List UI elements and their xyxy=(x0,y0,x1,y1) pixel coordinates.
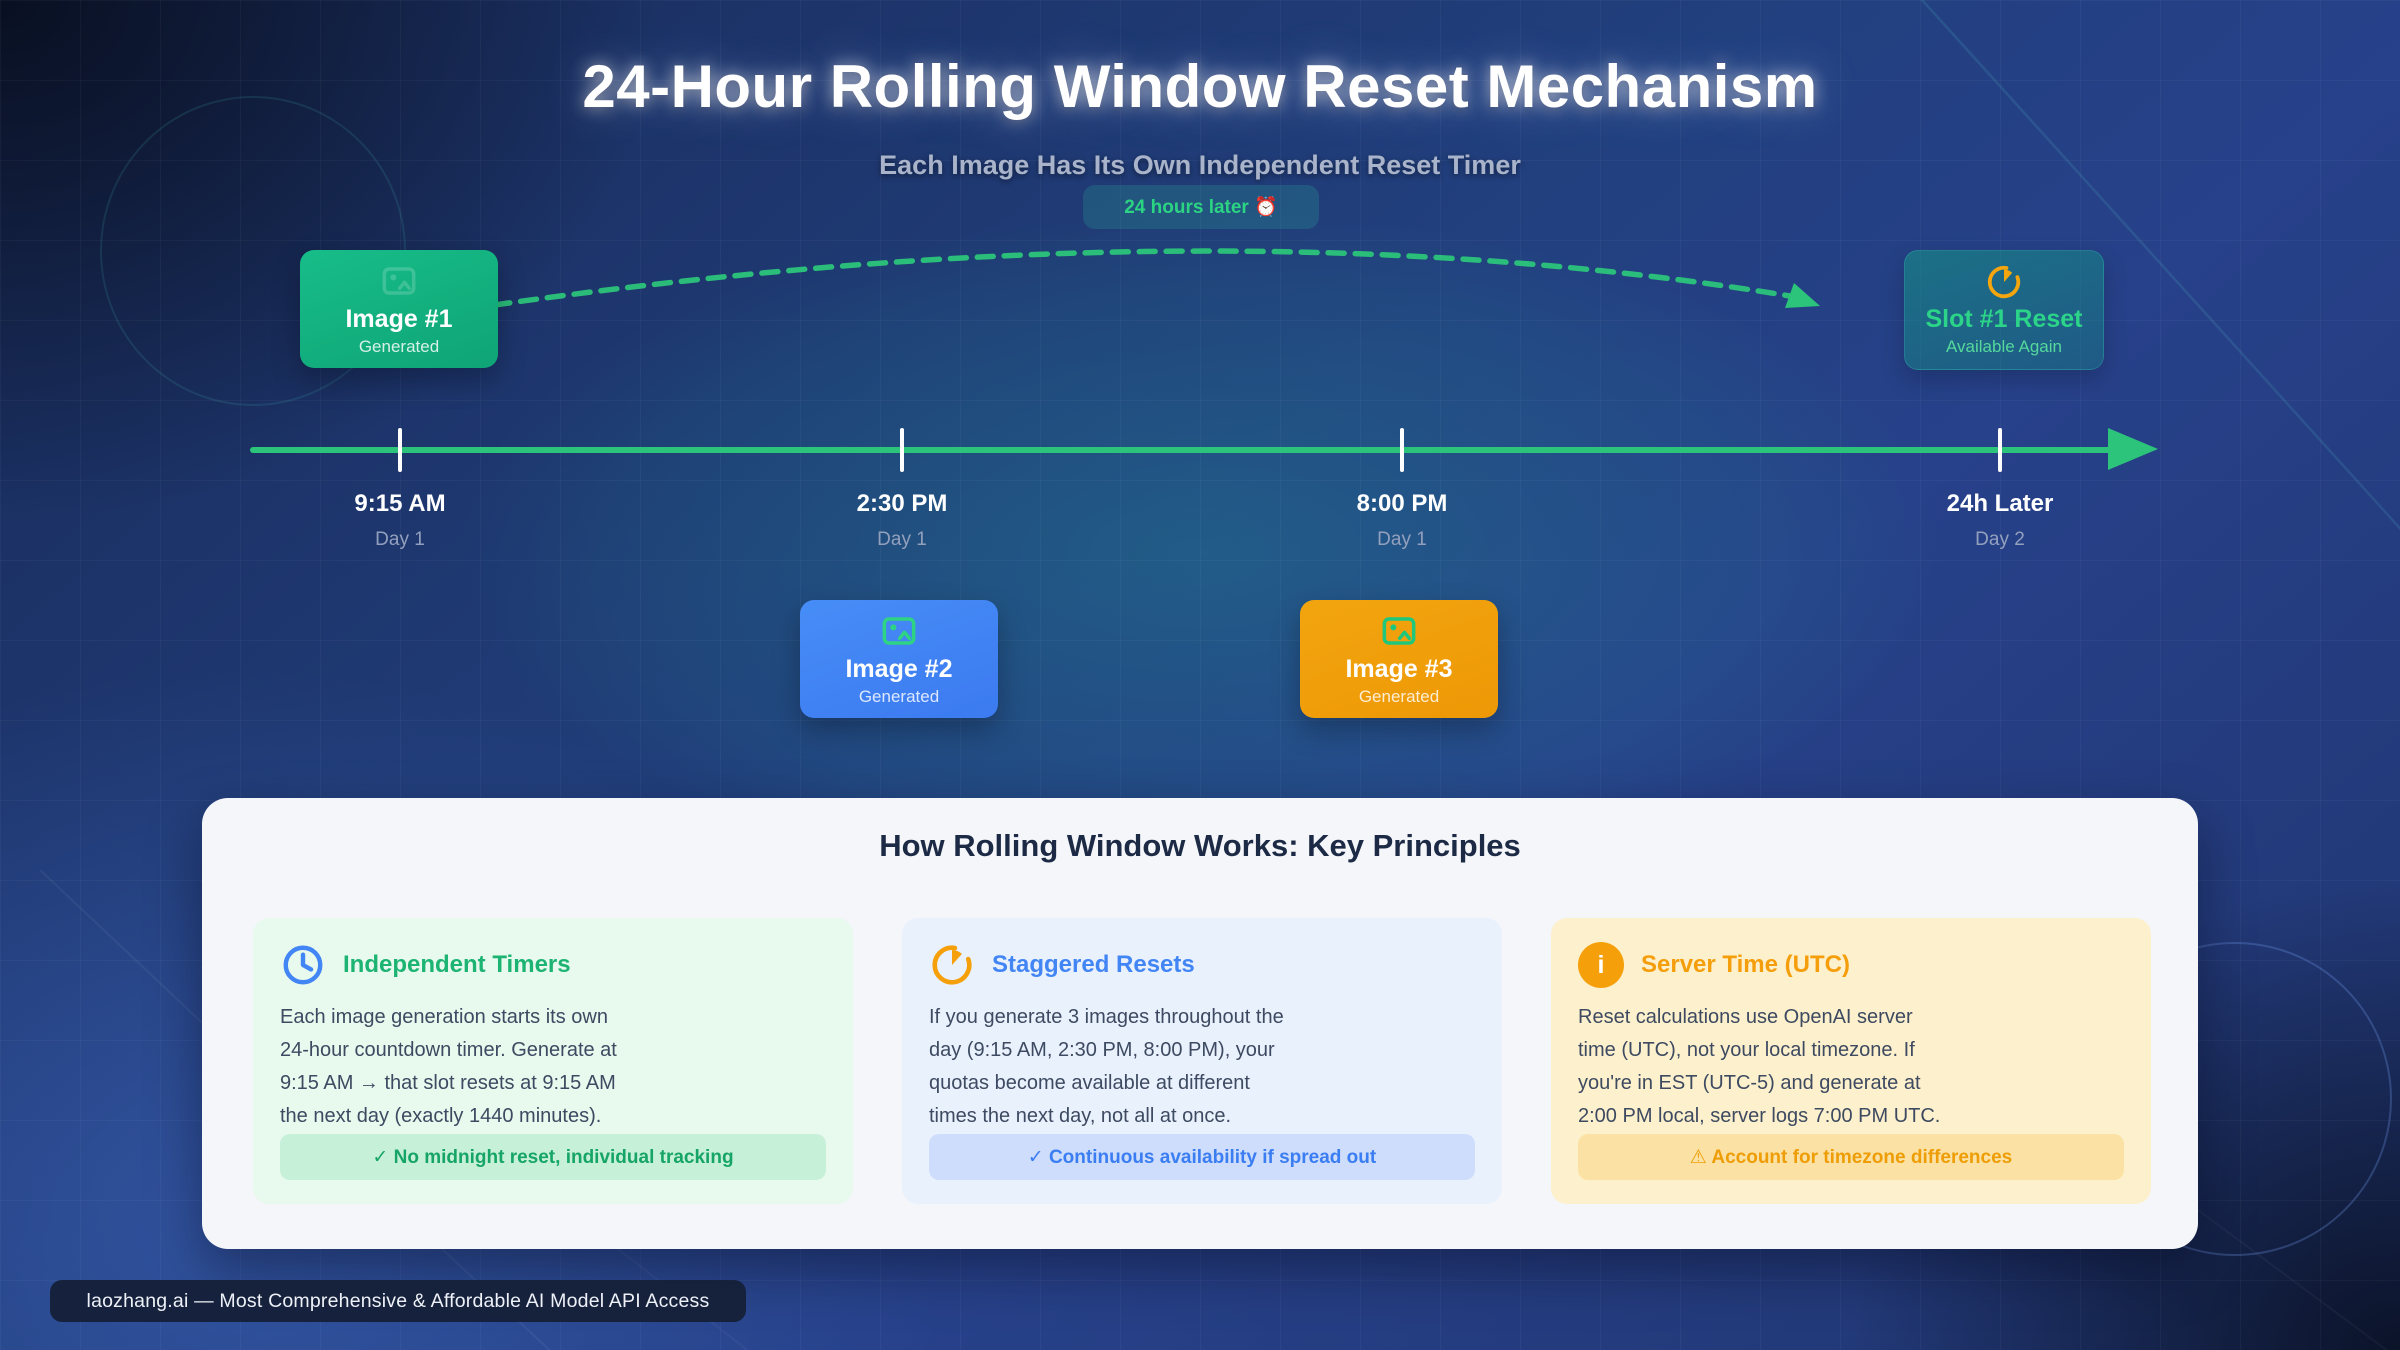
info-icon: i xyxy=(1578,942,1624,988)
page-subtitle: Each Image Has Its Own Independent Reset… xyxy=(879,150,1521,180)
picture-icon xyxy=(382,267,416,295)
slot-reset-title: Slot #1 Reset xyxy=(1925,304,2083,333)
timeline-tick-2 xyxy=(900,428,904,472)
principle-card-independent-timers: Independent Timers Each image generation… xyxy=(253,918,853,1204)
image2-card: Image #2 Generated xyxy=(800,600,998,718)
principle-body: Each image generation starts its own 24-… xyxy=(280,1006,617,1127)
timeline-day-2: Day 1 xyxy=(877,529,927,550)
picture-icon xyxy=(1382,617,1416,645)
principle-badge: ✓ No midnight reset, individual tracking xyxy=(280,1134,826,1180)
timeline-time-4: 24h Later xyxy=(1946,490,2054,517)
timeline-label-4: 24h Later Day 2 xyxy=(1880,490,2120,551)
image3-title: Image #3 xyxy=(1345,654,1453,683)
slot-reset-card: Slot #1 Reset Available Again xyxy=(1904,250,2104,370)
principles-panel: How Rolling Window Works: Key Principles… xyxy=(202,798,2198,1249)
timeline-tick-1 xyxy=(398,428,402,472)
principles-row: Independent Timers Each image generation… xyxy=(253,918,2151,1204)
timeline-time-2: 2:30 PM xyxy=(856,490,948,517)
principle-badge: ⚠ Account for timezone differences xyxy=(1578,1134,2124,1180)
picture-icon xyxy=(882,617,916,645)
timeline-line xyxy=(250,447,2112,453)
principle-header: i Server Time (UTC) xyxy=(1578,942,2124,988)
timeline-time-3: 8:00 PM xyxy=(1356,490,1448,517)
principle-body: If you generate 3 images throughout the … xyxy=(929,1006,1284,1127)
timeline-tick-3 xyxy=(1400,428,1404,472)
principle-badge: ✓ Continuous availability if spread out xyxy=(929,1134,1475,1180)
timeline-arrowhead-icon xyxy=(2108,428,2158,470)
timeline-day-3: Day 1 xyxy=(1377,529,1427,550)
principle-header: Staggered Resets xyxy=(929,942,1475,988)
arc-arrowhead-icon xyxy=(1785,283,1820,308)
principle-header: Independent Timers xyxy=(280,942,826,988)
clock-icon xyxy=(283,945,323,985)
timeline-day-1: Day 1 xyxy=(375,529,425,550)
timeline-label-2: 2:30 PM Day 1 xyxy=(782,490,1022,551)
principle-title: Server Time (UTC) xyxy=(1641,951,1850,978)
principles-heading: How Rolling Window Works: Key Principles xyxy=(879,828,1521,863)
footer-brand-bar: laozhang.ai — Most Comprehensive & Affor… xyxy=(50,1280,746,1322)
timeline-tick-4 xyxy=(1998,428,2002,472)
timeline-label-3: 8:00 PM Day 1 xyxy=(1282,490,1522,551)
principle-body: Reset calculations use OpenAI server tim… xyxy=(1578,1006,1941,1127)
principle-title: Staggered Resets xyxy=(992,951,1195,978)
timeline-day-4: Day 2 xyxy=(1975,529,2025,550)
principle-title: Independent Timers xyxy=(343,951,571,978)
timer-reset-icon xyxy=(1987,265,2021,298)
page-title: 24-Hour Rolling Window Reset Mechanism xyxy=(582,53,1818,120)
image3-card: Image #3 Generated xyxy=(1300,600,1498,718)
image2-title: Image #2 xyxy=(845,654,953,683)
image3-status: Generated xyxy=(1358,687,1440,707)
image1-card: Image #1 Generated xyxy=(300,250,498,368)
principle-card-staggered-resets: Staggered Resets If you generate 3 image… xyxy=(902,918,1502,1204)
image1-title: Image #1 xyxy=(345,304,453,333)
image1-status: Generated xyxy=(358,337,440,357)
slot-reset-status: Available Again xyxy=(1946,337,2062,357)
timeline-time-1: 9:15 AM xyxy=(354,490,446,517)
arc-duration-badge: 24 hours later ⏰ xyxy=(1083,185,1319,229)
timer-icon xyxy=(932,945,972,985)
principle-card-server-time-utc: i Server Time (UTC) Reset calculations u… xyxy=(1551,918,2151,1204)
image2-status: Generated xyxy=(858,687,940,707)
timeline-label-1: 9:15 AM Day 1 xyxy=(280,490,520,551)
